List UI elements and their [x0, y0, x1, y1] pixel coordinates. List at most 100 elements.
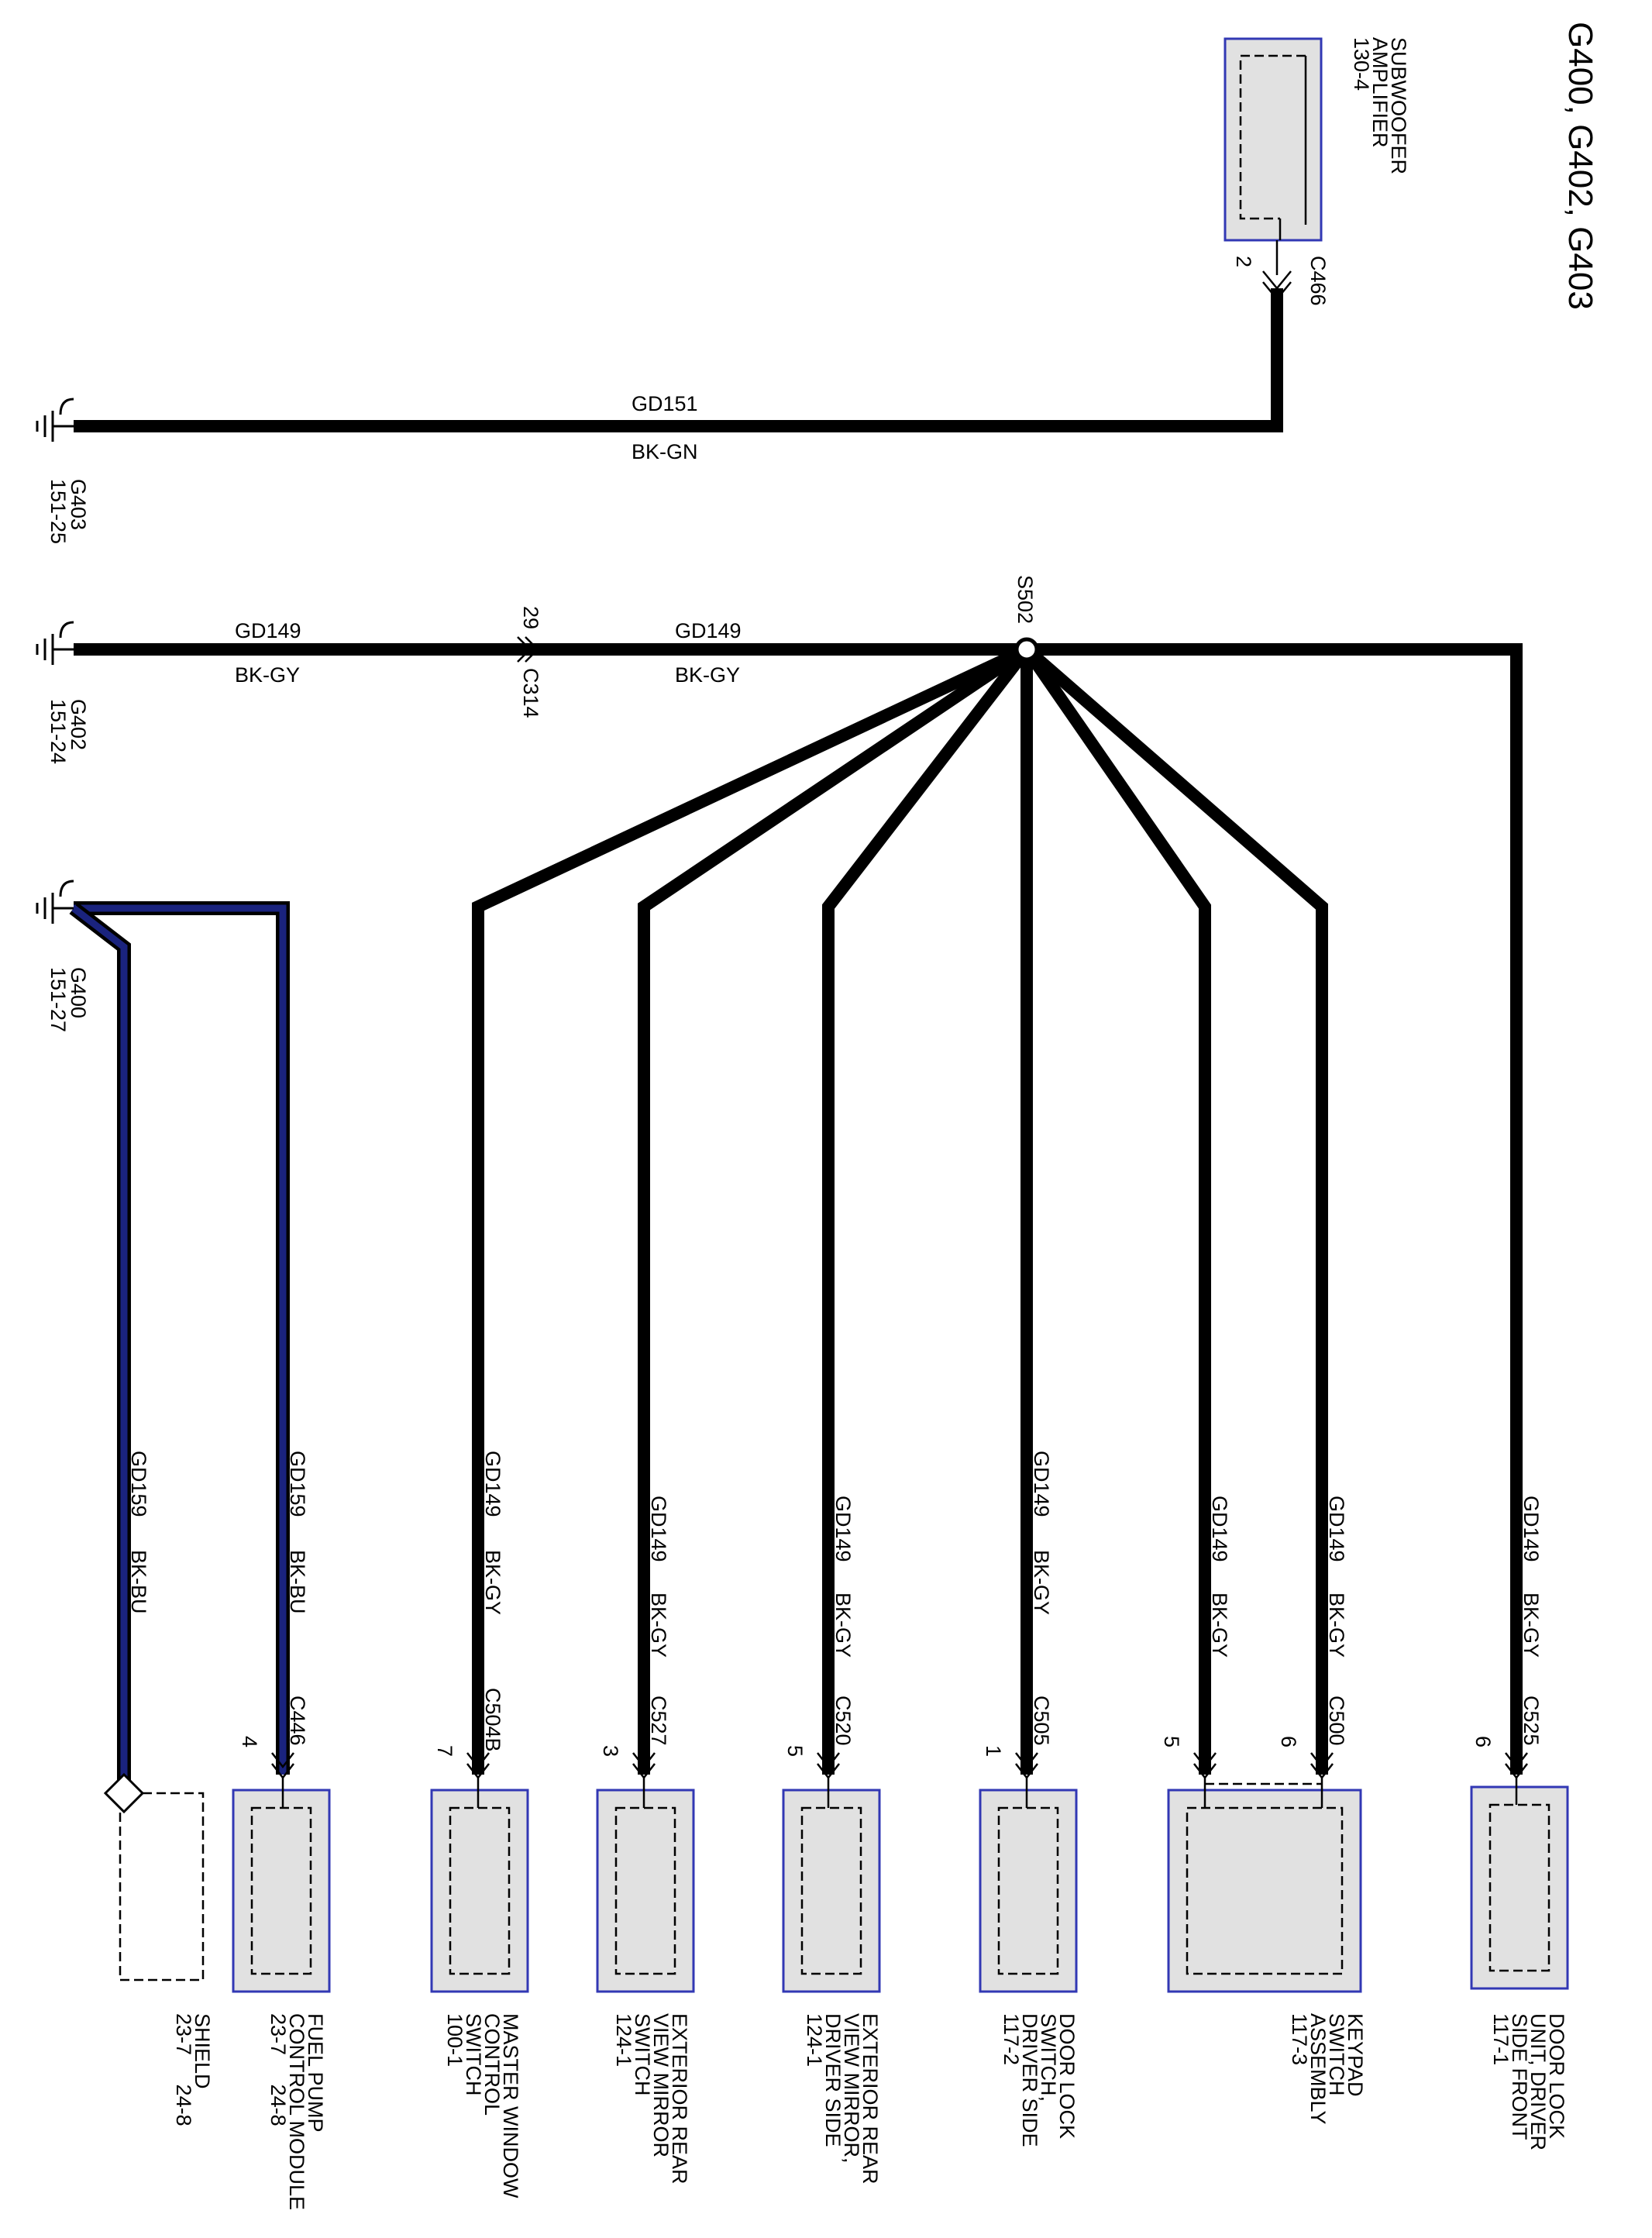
- wire-keypad-6-circuit: GD149: [1325, 1496, 1348, 1562]
- keypad-name-line-2: SWITCH: [1325, 2013, 1348, 2095]
- subwoofer-name-line-2: AMPLIFIER: [1368, 37, 1392, 148]
- door-lock-unit-name-line-1: DOOR LOCK: [1545, 2013, 1568, 2139]
- diagram-title: G400, G402, G403: [1561, 22, 1599, 310]
- fuel-pump-control-module: [232, 1778, 331, 1993]
- door-lock-unit-pin: 6: [1471, 1736, 1495, 1747]
- wire-door-lock-unit-circuit: GD149: [1519, 1496, 1543, 1562]
- keypad-name-line-1: KEYPAD: [1344, 2013, 1367, 2097]
- mirror-driver-pin: 5: [783, 1745, 807, 1757]
- subwoofer-pin: 2: [1232, 256, 1255, 267]
- wire-master-window: [472, 643, 1030, 1775]
- c314-id: C314: [519, 668, 542, 718]
- ground-g400-icon: [36, 880, 74, 924]
- wire-mirror-switch-circuit: GD149: [647, 1496, 670, 1562]
- mirror-driver-name-line-3: DRIVER SIDE: [821, 2013, 845, 2147]
- wire-mirror-switch: [638, 644, 1031, 1775]
- door-lock-unit-name-line-3: SIDE FRONT: [1508, 2013, 1531, 2140]
- wire-gd151: [74, 288, 1283, 432]
- wire-door-lock-unit-color: BK-GY: [1519, 1592, 1543, 1658]
- c314-pin: 29: [519, 606, 542, 629]
- shield-name-line-2: 23-7 24-8: [172, 2013, 195, 2126]
- door-lock-switch-name-line-2: SWITCH,: [1037, 2013, 1060, 2102]
- mirror-switch-name-line-4: 124-1: [612, 2013, 635, 2067]
- mirror-switch-name-line-3: SWITCH: [631, 2013, 654, 2095]
- fuel-pump-connector: C446: [286, 1696, 309, 1746]
- wire-keypad-5-color: BK-GY: [1208, 1592, 1231, 1658]
- door-lock-unit-name-line-4: 117-1: [1489, 2013, 1513, 2065]
- wire-keypad-5-circuit: GD149: [1208, 1496, 1231, 1562]
- master-window-control-switch: [430, 1778, 529, 1993]
- master-window-connector: C504B: [481, 1688, 504, 1752]
- door-lock-switch-driver-side: [979, 1778, 1078, 1993]
- wire-keypad-6: [1022, 644, 1328, 1775]
- door-lock-switch-name-line-3: DRIVER SIDE: [1018, 2013, 1041, 2147]
- wire-fuel-pump-circuit: GD159: [286, 1451, 309, 1517]
- ground-g400-ref: 151-27: [46, 967, 70, 1032]
- door-lock-unit-driver-front: [1470, 1778, 1569, 1990]
- master-window-name-line-1: MASTER WINDOW: [499, 2013, 522, 2198]
- fuel-pump-name-line-2: CONTROL MODULE: [285, 2013, 308, 2210]
- master-window-name-line-2: CONTROL: [480, 2013, 504, 2116]
- keypad-switch-assembly: [1167, 1778, 1362, 1993]
- fuel-pump-name-line-1: FUEL PUMP: [304, 2013, 327, 2133]
- wire-gd149-left-circuit: GD149: [235, 619, 301, 642]
- wire-gd149-right-circuit: GD149: [675, 619, 742, 642]
- wire-mirror-driver: [822, 646, 1032, 1775]
- wire-gd149-left-color: BK-GY: [235, 663, 300, 687]
- keypad-pin-5: 5: [1160, 1736, 1183, 1747]
- door-lock-switch-pin: 1: [982, 1745, 1005, 1757]
- wire-fuel-pump-color: BK-BU: [286, 1550, 309, 1614]
- wire-gd159-shield: [69, 902, 131, 1792]
- wire-mirror-driver-circuit: GD149: [831, 1496, 855, 1562]
- door-lock-switch-name-line-4: 117-2: [1000, 2013, 1023, 2065]
- wire-mirror-switch-color: BK-GY: [647, 1592, 670, 1658]
- mirror-driver-name-line-4: 124-1: [803, 2013, 826, 2067]
- splice-s502: [1014, 637, 1039, 662]
- ground-g403-icon: [36, 398, 74, 442]
- keypad-pin-6: 6: [1277, 1736, 1300, 1747]
- wire-mirror-driver-color: BK-GY: [831, 1592, 855, 1658]
- shield-name-line-1: SHIELD: [191, 2013, 214, 2089]
- shield-component: [103, 1772, 205, 1981]
- wire-door-lock-switch-color: BK-GY: [1030, 1550, 1053, 1615]
- fuel-pump-name-line-3: 23-7 24-8: [267, 2013, 290, 2126]
- wire-gd151-color: BK-GN: [632, 440, 698, 463]
- keypad-name-line-3: ASSEMBLY: [1306, 2013, 1330, 2125]
- ground-g402-ref: 151-24: [46, 699, 70, 764]
- c314-connector-symbol: [517, 636, 539, 663]
- door-lock-switch-connector: C505: [1030, 1696, 1053, 1746]
- keypad-connector: C500: [1325, 1696, 1348, 1746]
- mirror-driver-connector: C520: [831, 1696, 855, 1746]
- mirror-switch-name-line-2: VIEW MIRROR: [649, 2013, 673, 2157]
- wire-shield-circuit: GD159: [127, 1451, 150, 1517]
- master-window-name-line-3: SWITCH: [462, 2013, 485, 2095]
- wire-master-window-circuit: GD149: [481, 1451, 504, 1517]
- master-window-name-line-4: 100-1: [443, 2013, 466, 2067]
- ground-g403-id: G403: [67, 479, 90, 530]
- wire-gd151-circuit: GD151: [632, 392, 698, 415]
- subwoofer-name-line-3: 130-4: [1350, 37, 1373, 91]
- wire-door-lock-switch-circuit: GD149: [1030, 1451, 1053, 1517]
- ground-g400-id: G400: [67, 967, 90, 1018]
- exterior-mirror-switch: [596, 1778, 695, 1993]
- ground-g403-ref: 151-25: [46, 479, 70, 544]
- subwoofer-amplifier: [1224, 37, 1323, 275]
- wire-shield-color: BK-BU: [127, 1550, 150, 1614]
- wire-keypad-6-color: BK-GY: [1325, 1592, 1348, 1658]
- door-lock-switch-name-line-1: DOOR LOCK: [1055, 2013, 1079, 2139]
- ground-g402-icon: [36, 621, 74, 665]
- splice-s502-label: S502: [1014, 575, 1037, 624]
- fuel-pump-pin: 4: [238, 1736, 261, 1747]
- mirror-switch-pin: 3: [599, 1745, 622, 1757]
- door-lock-unit-connector: C525: [1519, 1696, 1543, 1746]
- wire-gd149-right-color: BK-GY: [675, 663, 740, 687]
- wire-gd159-fuel-pump: [74, 901, 290, 1775]
- subwoofer-connector: C466: [1306, 256, 1330, 306]
- mirror-switch-name-line-1: EXTERIOR REAR: [668, 2013, 691, 2185]
- wire-keypad-5: [1021, 646, 1211, 1775]
- master-window-pin: 7: [433, 1745, 456, 1757]
- wire-gd149-ground-bus: [74, 643, 1523, 1775]
- door-lock-unit-name-line-2: UNIT, DRIVER: [1526, 2013, 1550, 2150]
- subwoofer-name-line-1: SUBWOOFER: [1387, 37, 1410, 174]
